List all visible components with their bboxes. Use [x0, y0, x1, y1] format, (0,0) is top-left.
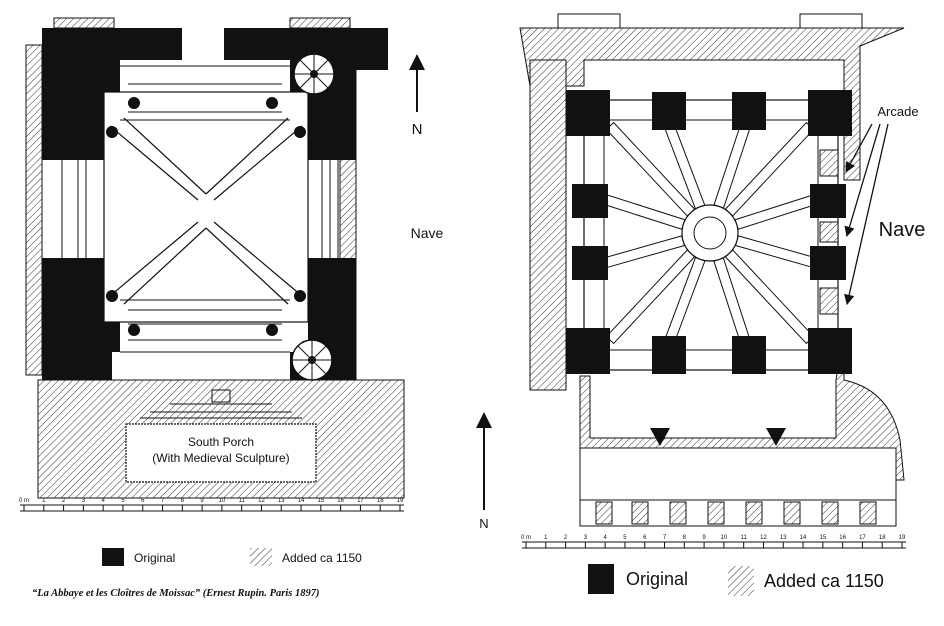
left-side-arch-lines	[61, 150, 339, 268]
right-arcade-label: Arcade	[877, 104, 918, 119]
right-scale-tick-label: 3	[584, 535, 588, 541]
right-legend-added-swatch	[728, 566, 754, 596]
left-scale-tick-label: 10	[219, 498, 226, 504]
left-spiral-stair-north	[293, 53, 335, 95]
right-scale-tick-label: 0 m	[521, 535, 531, 541]
right-buttresses	[650, 428, 786, 446]
left-scale-tick-label: 9	[200, 498, 204, 504]
left-ne-mass	[224, 28, 388, 160]
left-porch-door	[211, 389, 231, 403]
right-scale-tick-label: 6	[643, 535, 647, 541]
left-scale-tick-label: 19	[397, 498, 404, 504]
left-se-mass	[290, 258, 356, 380]
left-scale-tick-label: 12	[258, 498, 265, 504]
left-sw-mass	[42, 258, 120, 380]
right-scale-tick-label: 17	[859, 535, 866, 541]
left-scale-tick-label: 11	[239, 498, 246, 504]
left-porch-floor	[125, 423, 317, 483]
right-arcade-arrows	[844, 123, 889, 306]
left-scale-tick-label: 8	[181, 498, 185, 504]
right-scale-tick-label: 11	[741, 535, 748, 541]
left-scale-tick-label: 18	[377, 498, 384, 504]
right-south-gallery	[579, 447, 897, 501]
left-bottom-arch-lines	[120, 299, 290, 353]
left-scale-tick-label: 14	[298, 498, 305, 504]
left-legend-original-swatch	[102, 548, 124, 566]
left-plan: South Porch (With Medieval Sculpture) N …	[19, 17, 444, 566]
left-north-label: N	[412, 121, 423, 138]
left-scale-tick-label: 5	[121, 498, 125, 504]
left-legend-added-label: Added ca 1150	[282, 551, 362, 565]
right-scale-tick-label: 4	[603, 535, 607, 541]
left-legend-original-label: Original	[134, 551, 175, 565]
right-scale-tick-label: 8	[683, 535, 687, 541]
right-bottom-band	[579, 499, 897, 527]
left-scale-tick-label: 1	[42, 498, 46, 504]
right-scale-tick-label: 10	[721, 535, 728, 541]
left-bay-floor	[103, 91, 309, 323]
left-top-hatch-b	[289, 17, 351, 29]
left-porch-subtitle: (With Medieval Sculpture)	[152, 451, 289, 465]
left-scale-tick-label: 15	[317, 498, 324, 504]
left-nave-label: Nave	[411, 225, 444, 241]
left-scale-tick-label: 17	[357, 498, 364, 504]
right-scale-tick-label: 2	[564, 535, 568, 541]
right-scale-tick-label: 5	[623, 535, 627, 541]
right-north-label: N	[479, 516, 488, 531]
right-scale-tick-label: 14	[800, 535, 807, 541]
left-top-hatch-a	[53, 17, 115, 29]
left-west-wall-hatch	[25, 44, 43, 376]
source-caption: “La Abbaye et les Cloîtres de Moissac” (…	[32, 588, 320, 599]
right-scale-tick-label: 13	[780, 535, 787, 541]
left-scale-tick-label: 4	[101, 498, 105, 504]
left-column-bumps	[106, 97, 306, 336]
left-legend-added-swatch	[250, 548, 272, 566]
right-top-hatch-a	[557, 13, 621, 29]
right-scale-tick-label: 18	[879, 535, 886, 541]
left-scale-tick-label: 13	[278, 498, 285, 504]
right-west-hatch	[529, 59, 567, 391]
right-bottom-piers	[595, 501, 877, 525]
left-spiral-stair-south	[291, 339, 333, 381]
left-porch-steps	[140, 403, 302, 419]
left-scale-tick-label: 2	[62, 498, 66, 504]
right-top-hatch-b	[799, 13, 863, 29]
right-central-boss-inner	[693, 216, 727, 250]
right-piers	[566, 90, 852, 374]
left-scale-tick-label: 0 m	[19, 498, 29, 504]
left-top-arch-lines	[120, 65, 290, 121]
left-scale-tick-label: 7	[161, 498, 165, 504]
right-legend-added-label: Added ca 1150	[764, 571, 884, 591]
right-nave-label: Nave	[879, 219, 926, 241]
right-scale-tick-label: 12	[760, 535, 767, 541]
left-cross-ribs	[109, 117, 303, 305]
right-legend-original-swatch	[588, 564, 614, 594]
right-scale-tick-label: 16	[839, 535, 846, 541]
right-bay-inner	[603, 119, 819, 351]
left-porch-title: South Porch	[188, 435, 254, 449]
right-scale-tick-label: 15	[819, 535, 826, 541]
left-scale-tick-label: 6	[141, 498, 145, 504]
right-legend-original-label: Original	[626, 569, 688, 589]
right-scale-tick-label: 1	[544, 535, 548, 541]
right-arcade-openings	[819, 149, 839, 315]
right-scale-tick-label: 9	[702, 535, 706, 541]
left-scale-tick-label: 16	[337, 498, 344, 504]
right-scale-tick-label: 7	[663, 535, 667, 541]
left-scale-tick-label: 3	[82, 498, 86, 504]
right-scale-tick-label: 19	[899, 535, 906, 541]
left-nw-mass	[42, 28, 182, 160]
